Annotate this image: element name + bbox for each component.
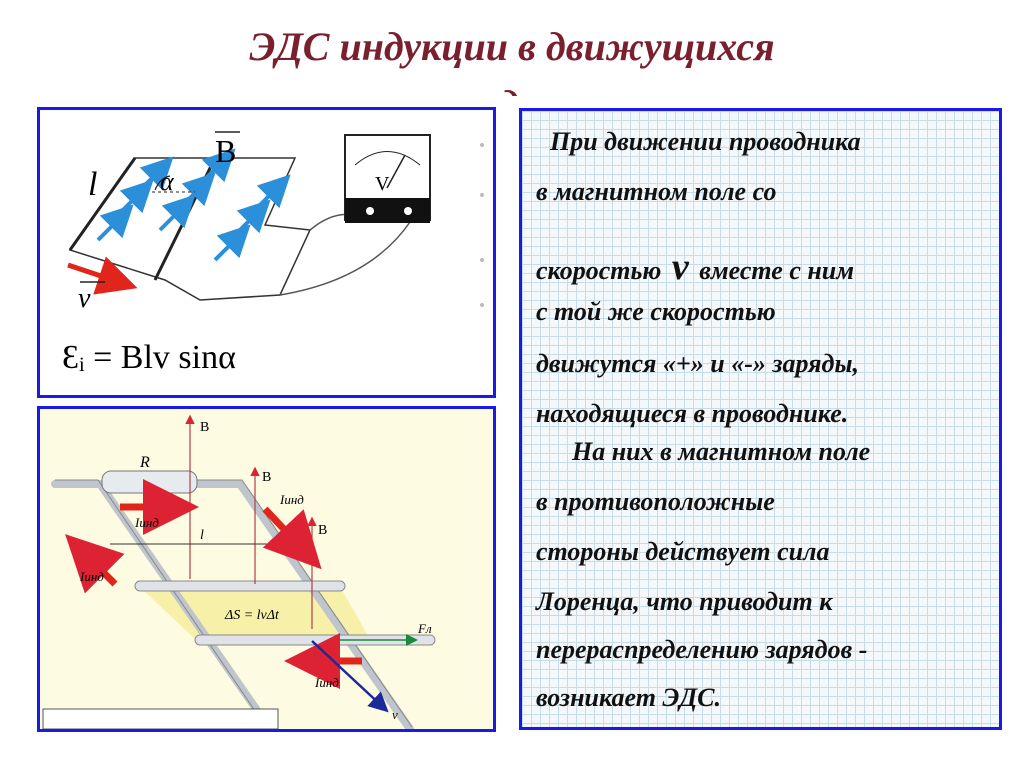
- text-line-8: в противоположные: [536, 487, 775, 516]
- field-label-1: B: [200, 420, 209, 435]
- text-line-5: движутся «+» и «-» заряды,: [536, 349, 859, 378]
- current-label-2: Iинд: [279, 492, 304, 507]
- title-line-2: проводниках: [0, 76, 1024, 96]
- slide-title: ЭДС индукции в движущихся проводниках: [0, 18, 1024, 96]
- velocity-label: v: [392, 707, 398, 722]
- text-line-12: возникает ЭДС.: [536, 683, 721, 712]
- figure-moving-conductor: α l B v V Ɛᵢ = Blv sinα: [37, 107, 496, 398]
- figure-rails-circuit: R B B B l Iинд Iинд Iинд Iинд ΔS = lvΔt …: [37, 406, 496, 732]
- length-label: l: [200, 528, 204, 543]
- text-line-3: скоростью v вместе с ним: [536, 245, 854, 289]
- field-label-3: B: [318, 523, 327, 538]
- resistor-label: R: [139, 454, 150, 471]
- title-line-1: ЭДС индукции в движущихся: [249, 24, 775, 69]
- text-line-4: с той же скоростью: [536, 297, 776, 326]
- text-line-2: в магнитном поле со: [536, 177, 777, 206]
- velocity-arrow: [67, 256, 138, 295]
- velocity-label: v: [78, 283, 91, 314]
- text-line-10: Лоренца, что приводит к: [536, 587, 833, 616]
- meter-label: V: [375, 173, 390, 195]
- velocity-arrow: [311, 640, 389, 713]
- length-label: l: [88, 166, 97, 203]
- alpha-label: α: [160, 167, 175, 196]
- text-line-9: стороны действует сила: [536, 537, 830, 566]
- text-line-3-end: вместе с ним: [699, 256, 855, 285]
- force-label: Fл: [417, 621, 432, 636]
- emf-formula: Ɛᵢ = Blv sinα: [62, 339, 236, 376]
- rail-left: [68, 157, 137, 251]
- current-label-1: Iинд: [134, 515, 159, 530]
- explanation-panel: При движении проводника в магнитном поле…: [519, 108, 1002, 730]
- text-line-11: перераспределению зарядов -: [536, 635, 868, 664]
- field-arrows: [96, 148, 291, 262]
- current-label-3: Iинд: [79, 569, 104, 584]
- field-label-2: B: [262, 470, 271, 485]
- velocity-symbol: v: [671, 246, 689, 288]
- current-label-4: Iинд: [314, 675, 339, 690]
- field-label: B: [215, 133, 236, 169]
- text-line-6: находящиеся в проводнике.: [536, 399, 849, 428]
- voltmeter: V: [344, 134, 431, 223]
- rails-diagram: R B B B l Iинд Iинд Iинд Iинд ΔS = lvΔt …: [42, 414, 436, 729]
- conductor-diagram: α l B v V Ɛᵢ = Blv sinα: [62, 131, 484, 376]
- area-label: ΔS = lvΔt: [224, 608, 280, 623]
- text-line-3-start: скоростью: [536, 256, 662, 285]
- text-line-1: При движении проводника: [550, 127, 861, 156]
- text-line-7: На них в магнитном поле: [572, 437, 871, 466]
